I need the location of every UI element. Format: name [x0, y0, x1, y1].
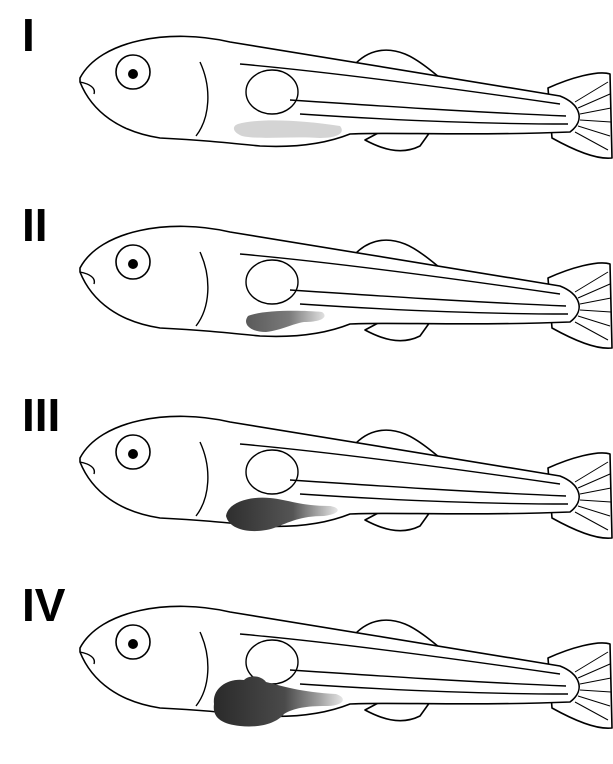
panel-iv: IV [0, 578, 613, 764]
panel-ii: II [0, 198, 613, 384]
larva-drawing [0, 578, 613, 764]
swim-bladder [246, 260, 298, 304]
ventral-fin [365, 702, 430, 721]
larva-drawing [0, 198, 613, 384]
pupil [128, 259, 138, 269]
larva-drawing [0, 8, 613, 194]
swim-bladder [246, 70, 298, 114]
panel-iii: III [0, 388, 613, 574]
swim-bladder [246, 450, 298, 494]
pupil [128, 639, 138, 649]
pupil [128, 449, 138, 459]
ventral-fin [365, 322, 430, 341]
panel-i: I [0, 8, 613, 194]
ventral-fin [365, 132, 430, 151]
ventral-fin [365, 512, 430, 531]
larva-drawing [0, 388, 613, 574]
pupil [128, 69, 138, 79]
body-outline [80, 226, 579, 336]
